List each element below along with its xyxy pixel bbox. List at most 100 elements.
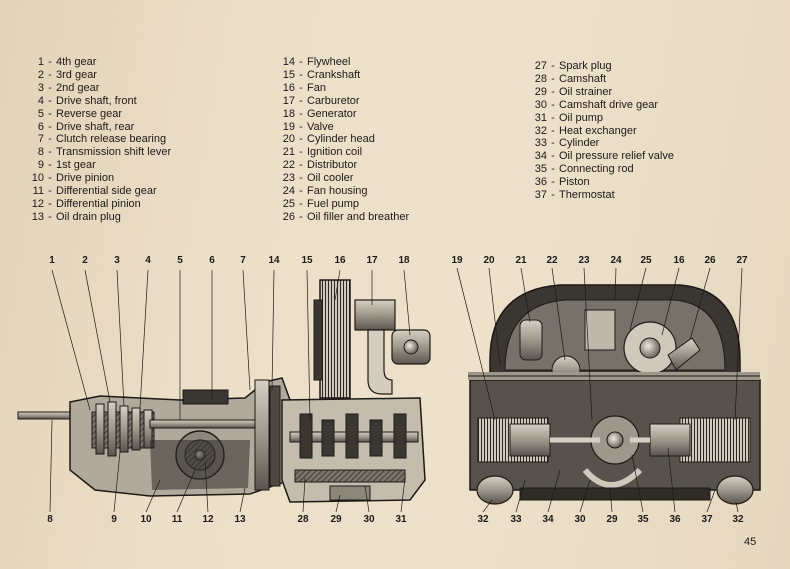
legend-item: 20-Cylinder head	[281, 133, 409, 146]
legend-item-number: 36	[534, 176, 547, 189]
legend-item-number: 37	[534, 189, 547, 202]
legend-item-dash: -	[299, 120, 303, 133]
legend-item-number: 9	[37, 159, 44, 172]
legend-item: 30-Camshaft drive gear	[533, 99, 674, 112]
legend-item: 1-4th gear	[30, 56, 171, 69]
callout-number: 14	[268, 255, 280, 266]
legend-item-label: Drive shaft, front	[56, 94, 137, 107]
callout-number: 24	[610, 255, 622, 266]
callout-number: 37	[701, 514, 713, 525]
page-number: 45	[744, 536, 757, 548]
callout-number: 22	[546, 255, 558, 266]
legend-item-dash: -	[48, 94, 52, 107]
side-cutaway-view	[17, 279, 431, 503]
legend-item-number: 14	[282, 56, 295, 68]
legend-item-number: 2	[37, 68, 44, 81]
legend-item: 29-Oil strainer	[533, 86, 674, 99]
legend-item-dash: -	[299, 94, 303, 107]
callout-number: 17	[366, 255, 378, 266]
legend-item-dash: -	[299, 185, 303, 198]
legend-item-number: 4	[37, 94, 44, 107]
front-cross-section-view	[468, 284, 761, 505]
legend-item-label: Fan	[307, 81, 326, 94]
legend-item-number: 5	[37, 107, 44, 120]
callout-number: 6	[209, 255, 215, 266]
leader-lines	[49, 267, 743, 513]
legend-item-dash: -	[299, 56, 303, 68]
legend-item: 15-Crankshaft	[281, 69, 409, 82]
callout-number: 31	[395, 514, 407, 525]
callout-number: 9	[111, 514, 117, 525]
legend-item-number: 10	[31, 172, 44, 185]
callout-number: 2	[82, 255, 88, 266]
legend-item: 32-Heat exchanger	[533, 125, 674, 138]
legend-item-label: Drive pinion	[56, 172, 115, 185]
legend-item-dash: -	[48, 120, 52, 133]
callout-number: 34	[542, 514, 554, 525]
legend-item-dash: -	[551, 163, 555, 176]
legend-item: 9-1st gear	[30, 159, 171, 172]
callout-number: 8	[47, 514, 53, 525]
legend-item: 24-Fan housing	[281, 185, 409, 198]
legend-item-dash: -	[299, 159, 303, 172]
legend-item-label: Oil pump	[559, 111, 604, 124]
legend-item-number: 15	[282, 68, 295, 81]
legend-item: 31-Oil pump	[533, 112, 674, 125]
legend-item-dash: -	[48, 56, 52, 68]
callout-number: 26	[704, 255, 716, 266]
legend-item-label: Camshaft drive gear	[559, 98, 659, 111]
legend-item-dash: -	[48, 81, 52, 94]
legend-item-dash: -	[299, 146, 303, 159]
legend-item-dash: -	[551, 189, 555, 202]
callout-number: 33	[510, 514, 522, 525]
legend-item-number: 3	[37, 81, 44, 94]
legend-item-dash: -	[551, 124, 555, 137]
callout-number: 4	[145, 255, 151, 266]
legend-item-number: 24	[282, 185, 295, 198]
legend-item-label: Crankshaft	[307, 68, 361, 81]
legend-item: 26-Oil filler and breather	[281, 211, 409, 224]
legend-item-label: Differential side gear	[56, 185, 157, 198]
legend-item: 27-Spark plug	[533, 60, 674, 73]
callout-number: 29	[330, 514, 342, 525]
legend-item-label: Distributor	[307, 159, 358, 172]
legend-item-number: 22	[282, 159, 295, 172]
legend-item-number: 7	[37, 133, 44, 146]
legend-item-label: Fan housing	[307, 185, 368, 198]
legend-item-dash: -	[551, 176, 555, 189]
legend-item-label: 2nd gear	[56, 81, 100, 94]
legend-item-dash: -	[551, 150, 555, 163]
callout-number: 12	[202, 514, 214, 525]
legend-item: 22-Distributor	[281, 159, 409, 172]
legend-item-dash: -	[48, 146, 52, 159]
legend-item-label: 4th gear	[56, 56, 97, 68]
legend-item-dash: -	[299, 81, 303, 94]
legend-item: 16-Fan	[281, 82, 409, 95]
legend-item: 21-Ignition coil	[281, 146, 409, 159]
legend-item: 14-Flywheel	[281, 56, 409, 69]
legend-item-label: Reverse gear	[56, 107, 123, 120]
callout-number: 7	[240, 255, 246, 266]
legend-item-number: 16	[282, 81, 295, 94]
legend-item-dash: -	[299, 210, 303, 223]
callout-number: 27	[736, 255, 748, 266]
callout-number: 10	[140, 514, 152, 525]
legend-item: 28-Camshaft	[533, 73, 674, 86]
legend-item-label: Camshaft	[559, 72, 607, 85]
legend-item-number: 32	[534, 124, 547, 137]
legend-item-label: Oil strainer	[559, 85, 613, 98]
legend-item-label: Differential pinion	[56, 197, 141, 210]
callout-number: 32	[732, 514, 744, 525]
callout-number: 3	[114, 255, 120, 266]
legend-item-number: 19	[282, 120, 295, 133]
legend-item-label: Connecting rod	[559, 163, 634, 176]
legend-item: 19-Valve	[281, 121, 409, 134]
legend-item-number: 17	[282, 94, 295, 107]
legend-item: 4-Drive shaft, front	[30, 95, 171, 108]
callout-number: 16	[673, 255, 685, 266]
legend-item: 12-Differential pinion	[30, 198, 171, 211]
legend-item-label: Spark plug	[559, 60, 612, 72]
legend-item-dash: -	[299, 133, 303, 146]
